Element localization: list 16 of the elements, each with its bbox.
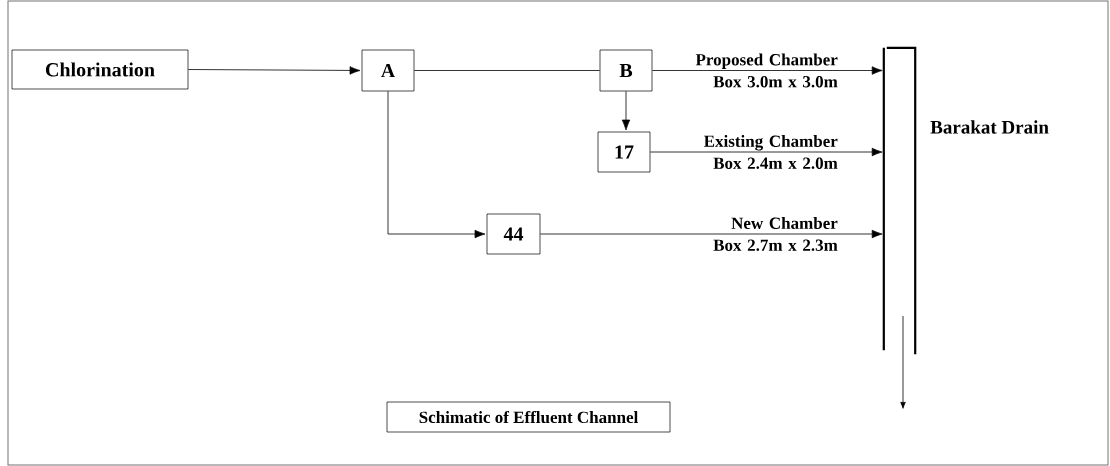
edge-label: Proposed Chamber Box 3.0m x 3.0m	[695, 53, 838, 88]
edge-label: Existing Chamber Box 2.4m x 2.0m	[704, 135, 838, 169]
caption-box: Schimatic of Effluent Channel	[386, 401, 671, 433]
arrow	[387, 90, 486, 239]
junction-box: A	[361, 49, 415, 92]
arrow	[649, 147, 883, 157]
chamber-box: 44	[486, 213, 541, 255]
chamber-box: 17	[597, 131, 651, 173]
arrow	[621, 90, 631, 131]
drain-label: Barakat Drain	[930, 120, 1049, 134]
arrow	[539, 229, 883, 239]
arrow	[651, 66, 883, 75]
edge-label: New Chamber Box 2.7m x 2.3m	[713, 217, 838, 251]
process-box: Chlorination	[11, 49, 189, 90]
junction-box: B	[599, 49, 653, 92]
arrow	[187, 66, 361, 75]
